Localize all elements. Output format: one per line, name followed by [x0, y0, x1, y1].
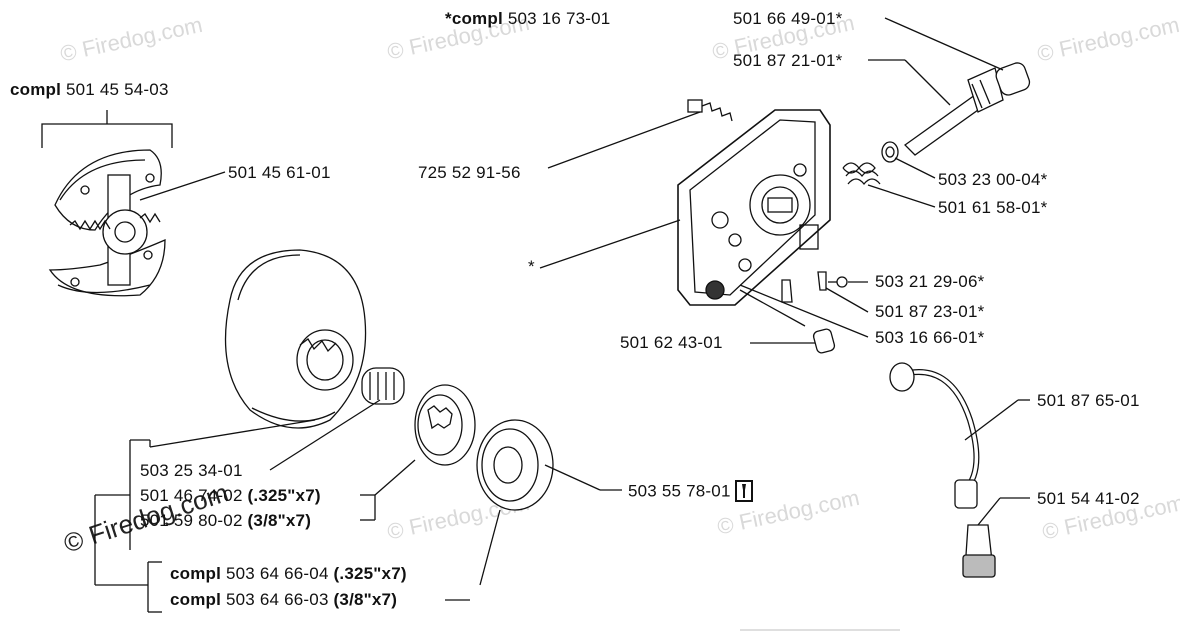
clutch-drum	[129, 249, 367, 550]
part-label-501598002: 501 59 80-02 (3/8"x7)	[140, 511, 312, 530]
oil-pump-housing	[539, 109, 831, 306]
part-label-503253401: 503 25 34-01	[140, 461, 243, 480]
part-label-star: *	[528, 257, 535, 276]
part-label-501615801: 501 61 58-01*	[938, 198, 1048, 217]
assembly-brackets	[94, 494, 470, 613]
part-label-clutch-complete: compl 501 45 54-03	[10, 80, 169, 99]
clutch-shoe-assembly	[41, 110, 226, 297]
part-label-501872101: 501 87 21-01*	[733, 51, 843, 70]
needle-bearing	[269, 367, 405, 471]
pump-shaft	[868, 17, 1031, 156]
rim-sprocket	[360, 384, 476, 521]
part-label-501624301: 501 62 43-01	[620, 333, 723, 352]
part-label-501467402: 501 46 74-02 (.325"x7)	[140, 486, 321, 505]
spring-and-washer	[842, 141, 936, 208]
toolbox-icon	[734, 480, 753, 502]
part-label-501876501: 501 87 65-01	[1037, 391, 1140, 410]
screw	[547, 99, 733, 169]
part-label-501544102: 501 54 41-02	[1037, 489, 1140, 508]
part-label-725529156: 725 52 91-56	[418, 163, 521, 182]
part-label-501456101: 501 45 61-01	[228, 163, 331, 182]
part-label-503212906: 503 21 29-06*	[875, 272, 985, 291]
part-label-501872301: 501 87 23-01*	[875, 302, 985, 321]
part-label-503646604: compl 503 64 66-04 (.325"x7)	[170, 564, 407, 583]
part-label-pump-complete: *compl 503 16 73-01	[445, 9, 611, 28]
part-label-503230004: 503 23 00-04*	[938, 170, 1048, 189]
spur-sprocket	[476, 419, 622, 586]
part-label-501664901: 501 66 49-01*	[733, 9, 843, 28]
oil-strainer	[962, 497, 1030, 578]
part-label-503557801: 503 55 78-01	[628, 480, 753, 503]
part-label-503166601: 503 16 66-01*	[875, 328, 985, 347]
oil-hose	[889, 362, 1030, 509]
part-label-503646603: compl 503 64 66-03 (3/8"x7)	[170, 590, 398, 609]
small-pump-parts	[739, 271, 869, 354]
